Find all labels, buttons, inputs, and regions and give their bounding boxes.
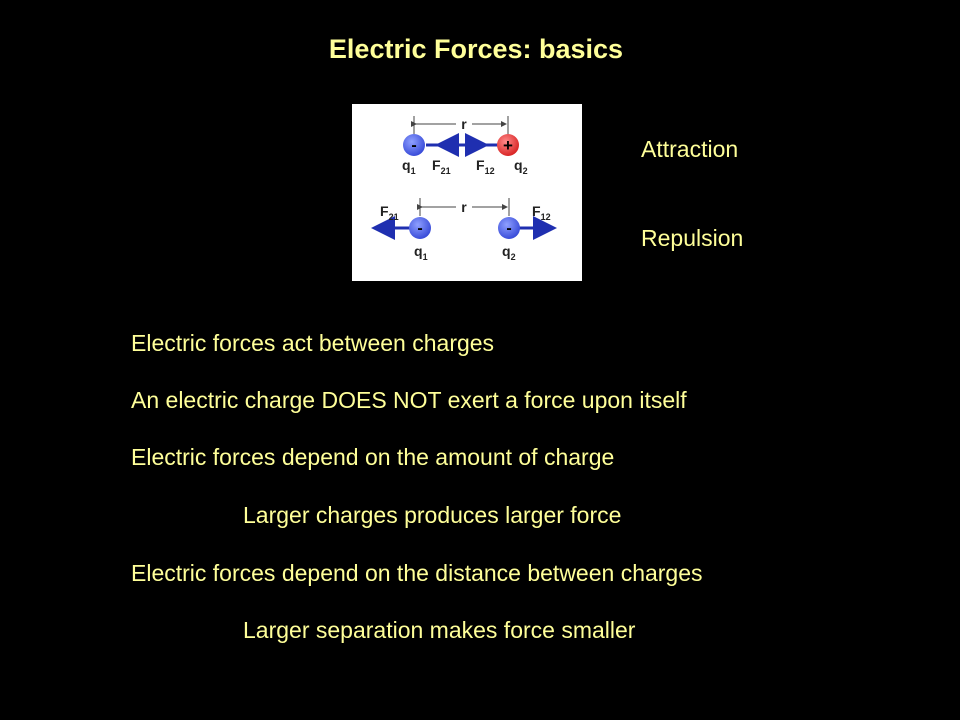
charge-sign: + (503, 136, 513, 155)
charges-diagram-svg: r - + q1 F21 F12 q2 r - - F21 (371, 116, 557, 262)
slide-title: Electric Forces: basics (328, 34, 624, 64)
charge-sign: - (411, 137, 416, 154)
f12-label: F12 (476, 157, 495, 176)
repulsion-label: Repulsion (641, 225, 744, 251)
f12-label: F12 (532, 203, 551, 222)
negative-charge-q2 (498, 217, 520, 239)
repulsion-diagram: r - - F21 F12 q1 q2 (371, 198, 557, 262)
distance-r-label: r (461, 199, 467, 215)
f21-label: F21 (432, 157, 451, 176)
bullet-text: Electric forces depend on the amount of … (131, 444, 615, 470)
q2-label: q2 (514, 157, 528, 176)
sub-bullet-text: Larger charges produces larger force (243, 502, 622, 528)
negative-charge-q1 (409, 217, 431, 239)
q1-label: q1 (402, 157, 416, 176)
q1-label: q1 (414, 243, 428, 262)
charge-sign: - (506, 220, 511, 237)
negative-charge-q1 (403, 134, 425, 156)
attraction-label: Attraction (641, 136, 739, 162)
bullet-text: Electric forces depend on the distance b… (131, 560, 703, 586)
positive-charge-q2 (497, 134, 519, 156)
sub-bullet-text: Larger separation makes force smaller (243, 617, 636, 643)
attraction-diagram: r - + q1 F21 F12 q2 (402, 116, 528, 176)
distance-r-label: r (461, 116, 467, 132)
charge-sign: - (417, 220, 422, 237)
q2-label: q2 (502, 243, 516, 262)
bullet-text: Electric forces act between charges (131, 330, 495, 356)
f21-label: F21 (380, 203, 399, 222)
charges-diagram: r - + q1 F21 F12 q2 r - - F21 (352, 104, 582, 281)
bullet-text: An electric charge DOES NOT exert a forc… (131, 387, 687, 413)
